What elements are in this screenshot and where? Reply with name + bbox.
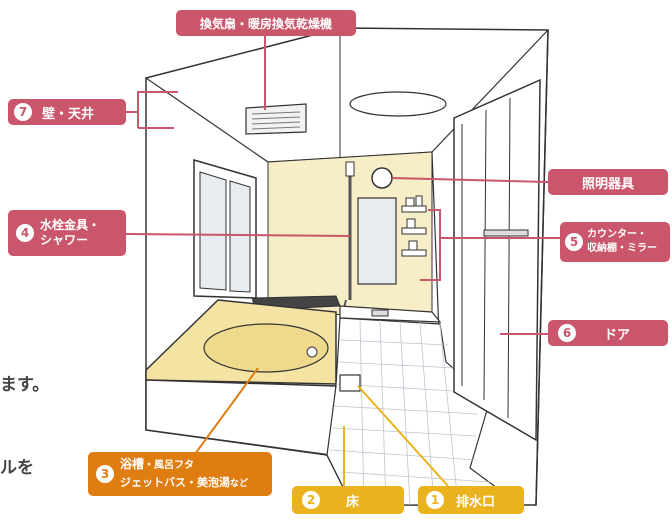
number-4: 4 bbox=[16, 224, 34, 242]
label-counter-shelf-mirror: 5 カウンター・ 収納棚・ミラー bbox=[560, 222, 670, 262]
label-fan: 換気扇・暖房換気乾燥機 bbox=[176, 10, 356, 36]
number-5: 5 bbox=[565, 233, 583, 251]
label-bathtub-line2a: ジェットバス・美泡湯 bbox=[120, 476, 230, 489]
label-faucet-line2: シャワー bbox=[40, 233, 89, 247]
label-bathtub-line1b: ・風呂フタ bbox=[144, 460, 195, 471]
cut-text-2: ルを bbox=[0, 458, 34, 478]
label-bathtub-line1a: 浴槽 bbox=[120, 457, 145, 471]
label-faucet-shower: 4 水栓金具・ シャワー bbox=[8, 210, 126, 256]
number-2: 2 bbox=[302, 491, 320, 509]
number-1: 1 bbox=[426, 491, 444, 509]
label-faucet-line1: 水栓金具・ bbox=[40, 218, 101, 232]
label-bathtub-line2b: など bbox=[230, 479, 249, 489]
label-door-text: ドア bbox=[604, 327, 631, 343]
label-drain-text: 排水口 bbox=[456, 494, 496, 510]
cut-text-1: ます。 bbox=[0, 375, 50, 395]
label-counter-line2: 収納棚・ミラー bbox=[587, 243, 657, 254]
label-floor: 2 床 bbox=[292, 486, 404, 514]
label-wall-ceiling: 7 壁・天井 bbox=[8, 99, 126, 125]
label-wall-ceiling-text: 壁・天井 bbox=[42, 106, 95, 122]
label-drain: 1 排水口 bbox=[418, 486, 524, 514]
number-7: 7 bbox=[14, 103, 32, 121]
label-fan-text: 換気扇・暖房換気乾燥機 bbox=[199, 16, 332, 31]
label-floor-text: 床 bbox=[346, 494, 360, 510]
label-light: 照明器具 bbox=[548, 169, 668, 195]
number-6: 6 bbox=[558, 324, 576, 342]
label-counter-line1: カウンター・ bbox=[587, 229, 647, 240]
label-bathtub: 3 浴槽・風呂フタ ジェットバス・美泡湯など bbox=[88, 452, 272, 496]
label-light-text: 照明器具 bbox=[581, 176, 634, 192]
number-3: 3 bbox=[96, 465, 114, 483]
label-door: 6 ドア bbox=[548, 320, 668, 346]
